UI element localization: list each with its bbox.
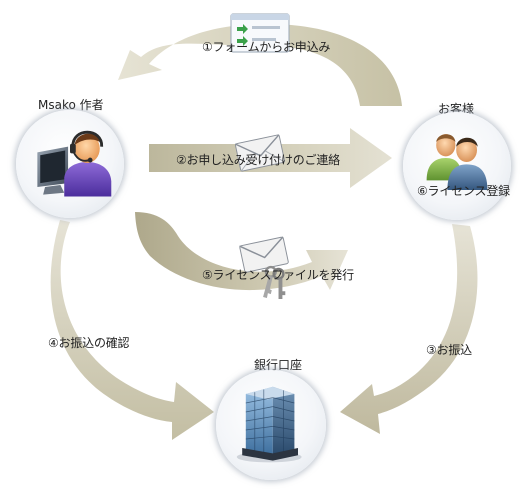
- form-window-icon: [230, 13, 290, 53]
- arrow-payment: [340, 224, 478, 434]
- bank-title: 銀行口座: [254, 358, 303, 372]
- author-title: Msako 作者: [38, 98, 104, 112]
- office-building-icon: [236, 386, 302, 463]
- users-icon: [426, 134, 488, 190]
- envelope-keys-icon: [239, 236, 289, 299]
- support-operator-icon: [37, 130, 112, 197]
- step3-label: ③お振込: [426, 343, 472, 357]
- arrow-form-application: [118, 24, 402, 106]
- envelope-icon: [234, 134, 286, 172]
- step1-label: ①フォームからお申込み: [202, 40, 331, 54]
- arrow-payment-confirmation: [50, 220, 214, 440]
- step4-label: ④お振込の確認: [48, 336, 130, 350]
- customer-node: ⑥ライセンス登録: [403, 112, 511, 220]
- arrow-license-issue: [135, 212, 348, 291]
- step5-label: ⑤ライセンスファイルを発行: [202, 268, 354, 282]
- step6-label: ⑥ライセンス登録: [417, 184, 510, 198]
- step2-label: ②お申し込み受け付けのご連絡: [176, 153, 340, 167]
- bank-node: [216, 370, 326, 480]
- author-node: [16, 110, 124, 218]
